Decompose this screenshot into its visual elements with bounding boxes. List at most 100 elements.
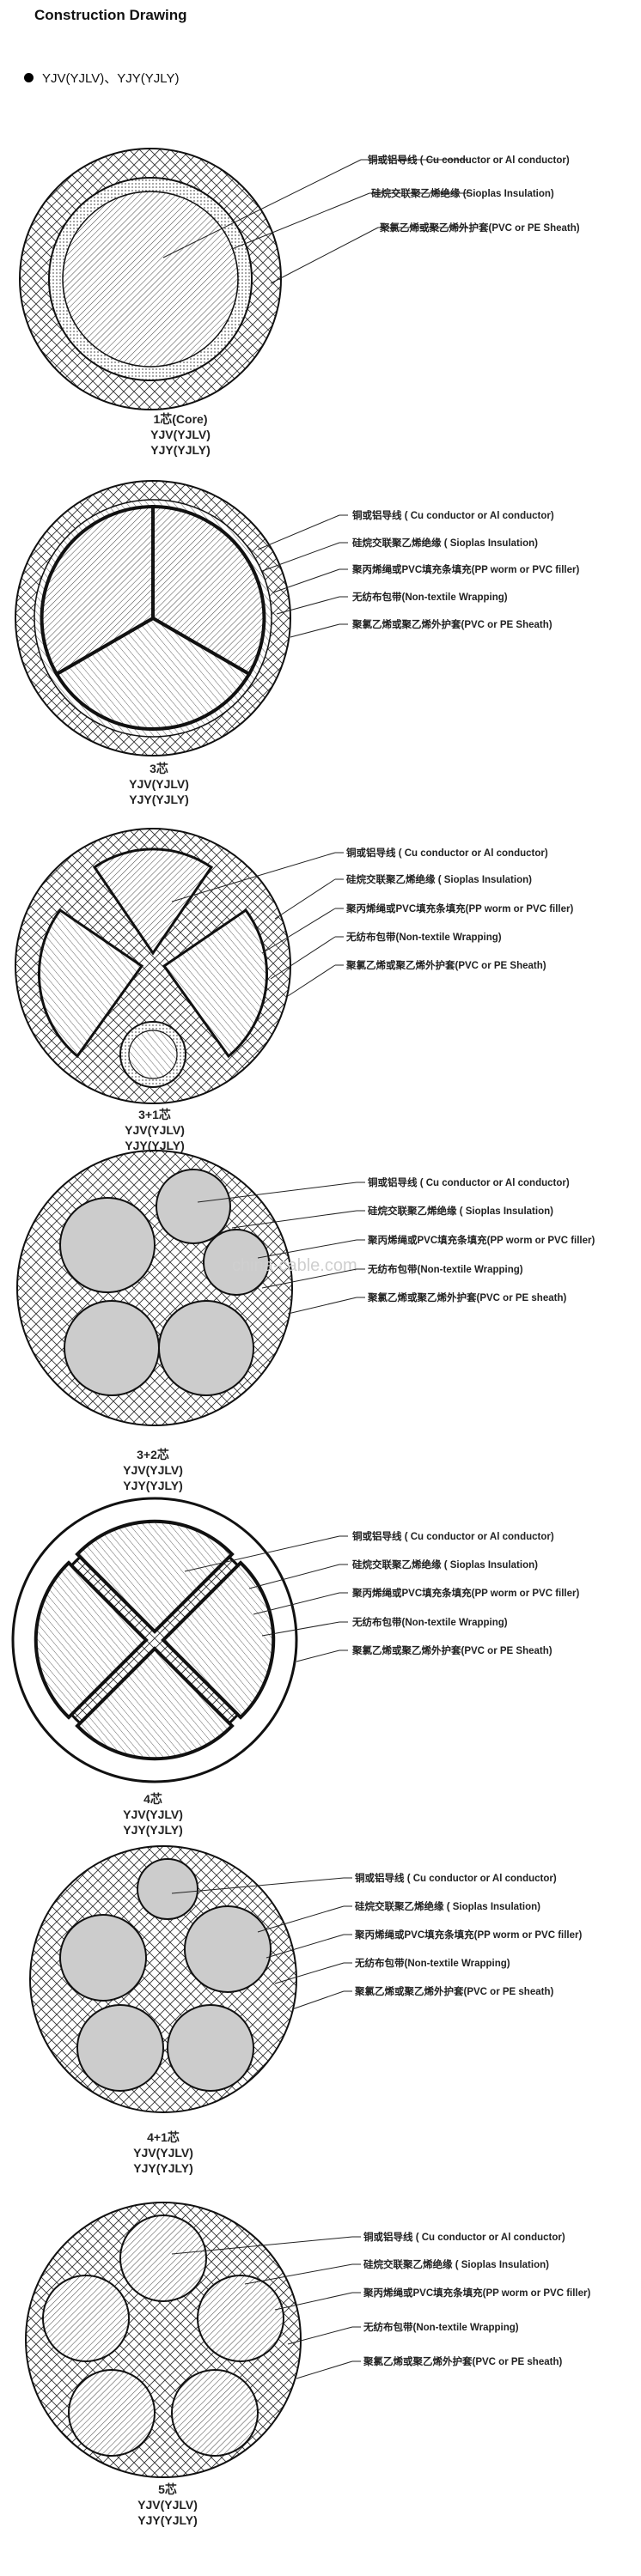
conductor (137, 1858, 198, 1920)
labels-core1: 铜或铝导线 ( Cu conductor or Al conductor) 硅烷… (367, 154, 580, 234)
caption-line: 3+2芯 (137, 1448, 169, 1461)
label-insulation: 硅烷交联聚乙烯绝缘 (Sioplas Insulation) (371, 187, 554, 199)
bullet-icon (24, 73, 34, 82)
conductor (119, 2215, 207, 2302)
label-conductor: 铜或铝导线 ( Cu conductor or Al conductor) (345, 847, 548, 859)
caption-line: YJV(YJLV) (125, 1123, 185, 1137)
conductor (203, 1229, 270, 1296)
label-conductor: 铜或铝导线 ( Cu conductor or Al conductor) (363, 2231, 565, 2243)
leader-lines (162, 159, 468, 2379)
label-filler: 聚丙烯绳或PVC填充条填充(PP worm or PVC filler) (354, 1929, 582, 1941)
label-sheath: 聚氯乙烯或聚乙烯外护套(PVC or PE Sheath) (351, 618, 552, 630)
caption-line: 3+1芯 (138, 1108, 171, 1121)
label-insulation: 硅烷交联聚乙烯绝缘 ( Sioplas Insulation) (363, 2258, 549, 2270)
caption-core1: 1芯(Core) YJV(YJLV) YJY(YJLY) (150, 412, 211, 457)
caption-line: 5芯 (158, 2482, 177, 2496)
cable-1-core (19, 148, 282, 410)
earth-conductor-core (128, 1030, 178, 1079)
caption-line: YJV(YJLV) (150, 428, 211, 441)
label-wrapping: 无纺布包带(Non-textile Wrapping) (351, 591, 508, 603)
conductor (64, 1300, 160, 1396)
caption-line: 4芯 (143, 1792, 162, 1806)
caption-core3: 3芯 YJV(YJLV) YJY(YJLY) (129, 762, 189, 806)
cable-5-core (25, 2202, 302, 2478)
caption-line: YJY(YJLY) (123, 1479, 183, 1492)
caption-line: YJV(YJLV) (123, 1807, 183, 1821)
label-conductor: 铜或铝导线 ( Cu conductor or Al conductor) (354, 1872, 557, 1884)
label-sheath: 聚氯乙烯或聚乙烯外护套(PVC or PE sheath) (354, 1985, 553, 1997)
label-conductor: 铜或铝导线 ( Cu conductor or Al conductor) (351, 1530, 554, 1542)
label-sheath: 聚氯乙烯或聚乙烯外护套(PVC or PE Sheath) (351, 1644, 552, 1656)
conductor (184, 1905, 272, 1993)
conductor-sector (75, 1519, 235, 1634)
conductor (42, 2275, 130, 2362)
conductor-sector (151, 504, 266, 677)
watermark: china-cable.com (232, 1256, 357, 1275)
label-sheath: 聚氯乙烯或聚乙烯外护套(PVC or PE Sheath) (345, 959, 546, 971)
label-sheath: 聚氯乙烯或聚乙烯外护套(PVC or PE sheath) (363, 2355, 562, 2367)
caption-line: YJV(YJLV) (123, 1463, 183, 1477)
labels-core5: 铜或铝导线 ( Cu conductor or Al conductor) 硅烷… (363, 2231, 590, 2367)
caption-line: 4+1芯 (147, 2130, 180, 2144)
caption-core4: 4芯 YJV(YJLV) YJY(YJLY) (123, 1792, 183, 1837)
label-wrapping: 无纺布包带(Non-textile Wrapping) (363, 2321, 519, 2333)
labels-core3p1: 铜或铝导线 ( Cu conductor or Al conductor) 硅烷… (345, 847, 573, 971)
label-conductor: 铜或铝导线 ( Cu conductor or Al conductor) (367, 154, 570, 166)
labels-core3: 铜或铝导线 ( Cu conductor or Al conductor) 硅烷… (351, 509, 579, 630)
caption-line: YJV(YJLV) (133, 2146, 193, 2160)
labels-core3p2: 铜或铝导线 ( Cu conductor or Al conductor) 硅烷… (367, 1176, 595, 1303)
label-wrapping: 无纺布包带(Non-textile Wrapping) (354, 1957, 510, 1969)
conductor (197, 2275, 284, 2362)
cable-3-plus-1-core (15, 828, 291, 1104)
label-wrapping: 无纺布包带(Non-textile Wrapping) (367, 1263, 523, 1275)
caption-core5: 5芯 YJV(YJLV) YJY(YJLY) (137, 2482, 198, 2527)
label-insulation: 硅烷交联聚乙烯绝缘 ( Sioplas Insulation) (352, 537, 538, 549)
caption-line: YJY(YJLY) (125, 1139, 185, 1152)
label-wrapping: 无纺布包带(Non-textile Wrapping) (351, 1616, 508, 1628)
conductor-sector (34, 1560, 149, 1720)
conductor (59, 1197, 156, 1293)
caption-core4p1: 4+1芯 YJV(YJLV) YJY(YJLY) (133, 2130, 193, 2175)
label-insulation: 硅烷交联聚乙烯绝缘 ( Sioplas Insulation) (368, 1205, 553, 1217)
conductor-sector (54, 616, 252, 731)
label-insulation: 硅烷交联聚乙烯绝缘 ( Sioplas Insulation) (346, 873, 532, 885)
caption-line: YJY(YJLY) (150, 443, 211, 457)
label-insulation: 硅烷交联聚乙烯绝缘 ( Sioplas Insulation) (352, 1558, 538, 1571)
label-conductor: 铜或铝导线 ( Cu conductor or Al conductor) (367, 1176, 570, 1188)
caption-line: YJY(YJLY) (129, 793, 189, 806)
caption-line: 1芯(Core) (153, 412, 207, 426)
label-insulation: 硅烷交联聚乙烯绝缘 ( Sioplas Insulation) (355, 1900, 540, 1912)
conductor-sector (92, 848, 214, 956)
conductor (68, 2369, 156, 2457)
caption-core3p1: 3+1芯 YJV(YJLV) YJY(YJLY) (125, 1108, 185, 1152)
label-filler: 聚丙烯绳或PVC填充条填充(PP worm or PVC filler) (367, 1234, 595, 1246)
label-conductor: 铜或铝导线 ( Cu conductor or Al conductor) (351, 509, 554, 521)
label-filler: 聚丙烯绳或PVC填充条填充(PP worm or PVC filler) (363, 2287, 590, 2299)
conductor-sector (162, 908, 269, 1059)
label-sheath: 聚氯乙烯或聚乙烯外护套(PVC or PE sheath) (367, 1291, 566, 1303)
conductor (62, 191, 239, 368)
caption-line: YJY(YJLY) (133, 2161, 193, 2175)
cable-type-label: YJV(YJLV)、YJY(YJLY) (42, 71, 180, 86)
conductor-sector (161, 1560, 276, 1720)
page-title: Construction Drawing (34, 7, 187, 23)
conductor (76, 2004, 164, 2092)
caption-line: YJY(YJLY) (123, 1823, 183, 1837)
cable-3-plus-2-core (16, 1150, 293, 1426)
label-filler: 聚丙烯绳或PVC填充条填充(PP worm or PVC filler) (351, 1587, 579, 1599)
caption-line: YJV(YJLV) (137, 2498, 198, 2512)
conductor (156, 1169, 231, 1244)
label-filler: 聚丙烯绳或PVC填充条填充(PP worm or PVC filler) (351, 563, 579, 575)
labels-core4p1: 铜或铝导线 ( Cu conductor or Al conductor) 硅烷… (354, 1872, 582, 1997)
conductor-sector (75, 1646, 235, 1761)
label-wrapping: 无纺布包带(Non-textile Wrapping) (345, 931, 502, 943)
conductor-sector (40, 504, 155, 677)
conductor (171, 2369, 259, 2457)
label-sheath: 聚氯乙烯或聚乙烯外护套(PVC or PE Sheath) (379, 222, 580, 234)
caption-line: YJY(YJLY) (137, 2513, 198, 2527)
cable-3-core (15, 480, 291, 756)
cable-4-plus-1-core (29, 1845, 297, 2113)
conductor-sector (37, 908, 144, 1059)
conductor (158, 1300, 254, 1396)
